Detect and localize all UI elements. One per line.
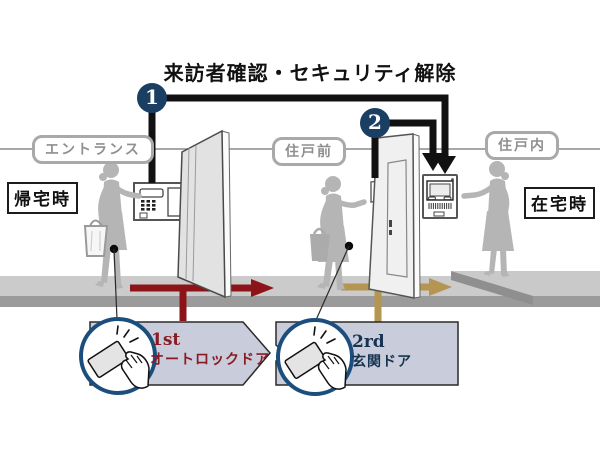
mode-label-returning-home: 帰宅時 [7, 182, 78, 214]
keycard-badge-1 [79, 317, 157, 395]
entrance-intercom-icon [133, 182, 189, 221]
mode-label-at-home: 在宅時 [524, 187, 595, 219]
door1-ordinal: 1st [151, 330, 181, 350]
handbag-icon [83, 219, 109, 257]
zone-label-unit-front: 住戸前 [272, 137, 346, 166]
zone-label-entrance: エントランス [32, 135, 154, 164]
step-badge-2: 2 [360, 108, 390, 138]
silhouette-resident-unit-front [310, 176, 367, 290]
keyfob-pointer-1 [109, 244, 119, 320]
door1-name: オートロックドア [150, 352, 270, 368]
step-badge-1: 1 [137, 83, 167, 113]
silhouette-resident-inside [461, 161, 514, 277]
diagram-title: 来訪者確認・セキュリティ解除 [163, 61, 457, 85]
keyfob-pointer-2 [315, 241, 354, 321]
keycard-badge-2 [276, 318, 354, 396]
door2-ordinal: 2rd [352, 332, 385, 352]
door2-name: 玄関ドア [352, 354, 412, 370]
auto-lock-door [177, 129, 232, 299]
zone-label-unit-inside: 住戸内 [485, 131, 559, 160]
interior-monitor-icon [422, 174, 458, 219]
route-arrow-entrance [130, 279, 274, 321]
unit-entrance-door [368, 133, 421, 299]
raised-interior-floor [451, 271, 600, 305]
